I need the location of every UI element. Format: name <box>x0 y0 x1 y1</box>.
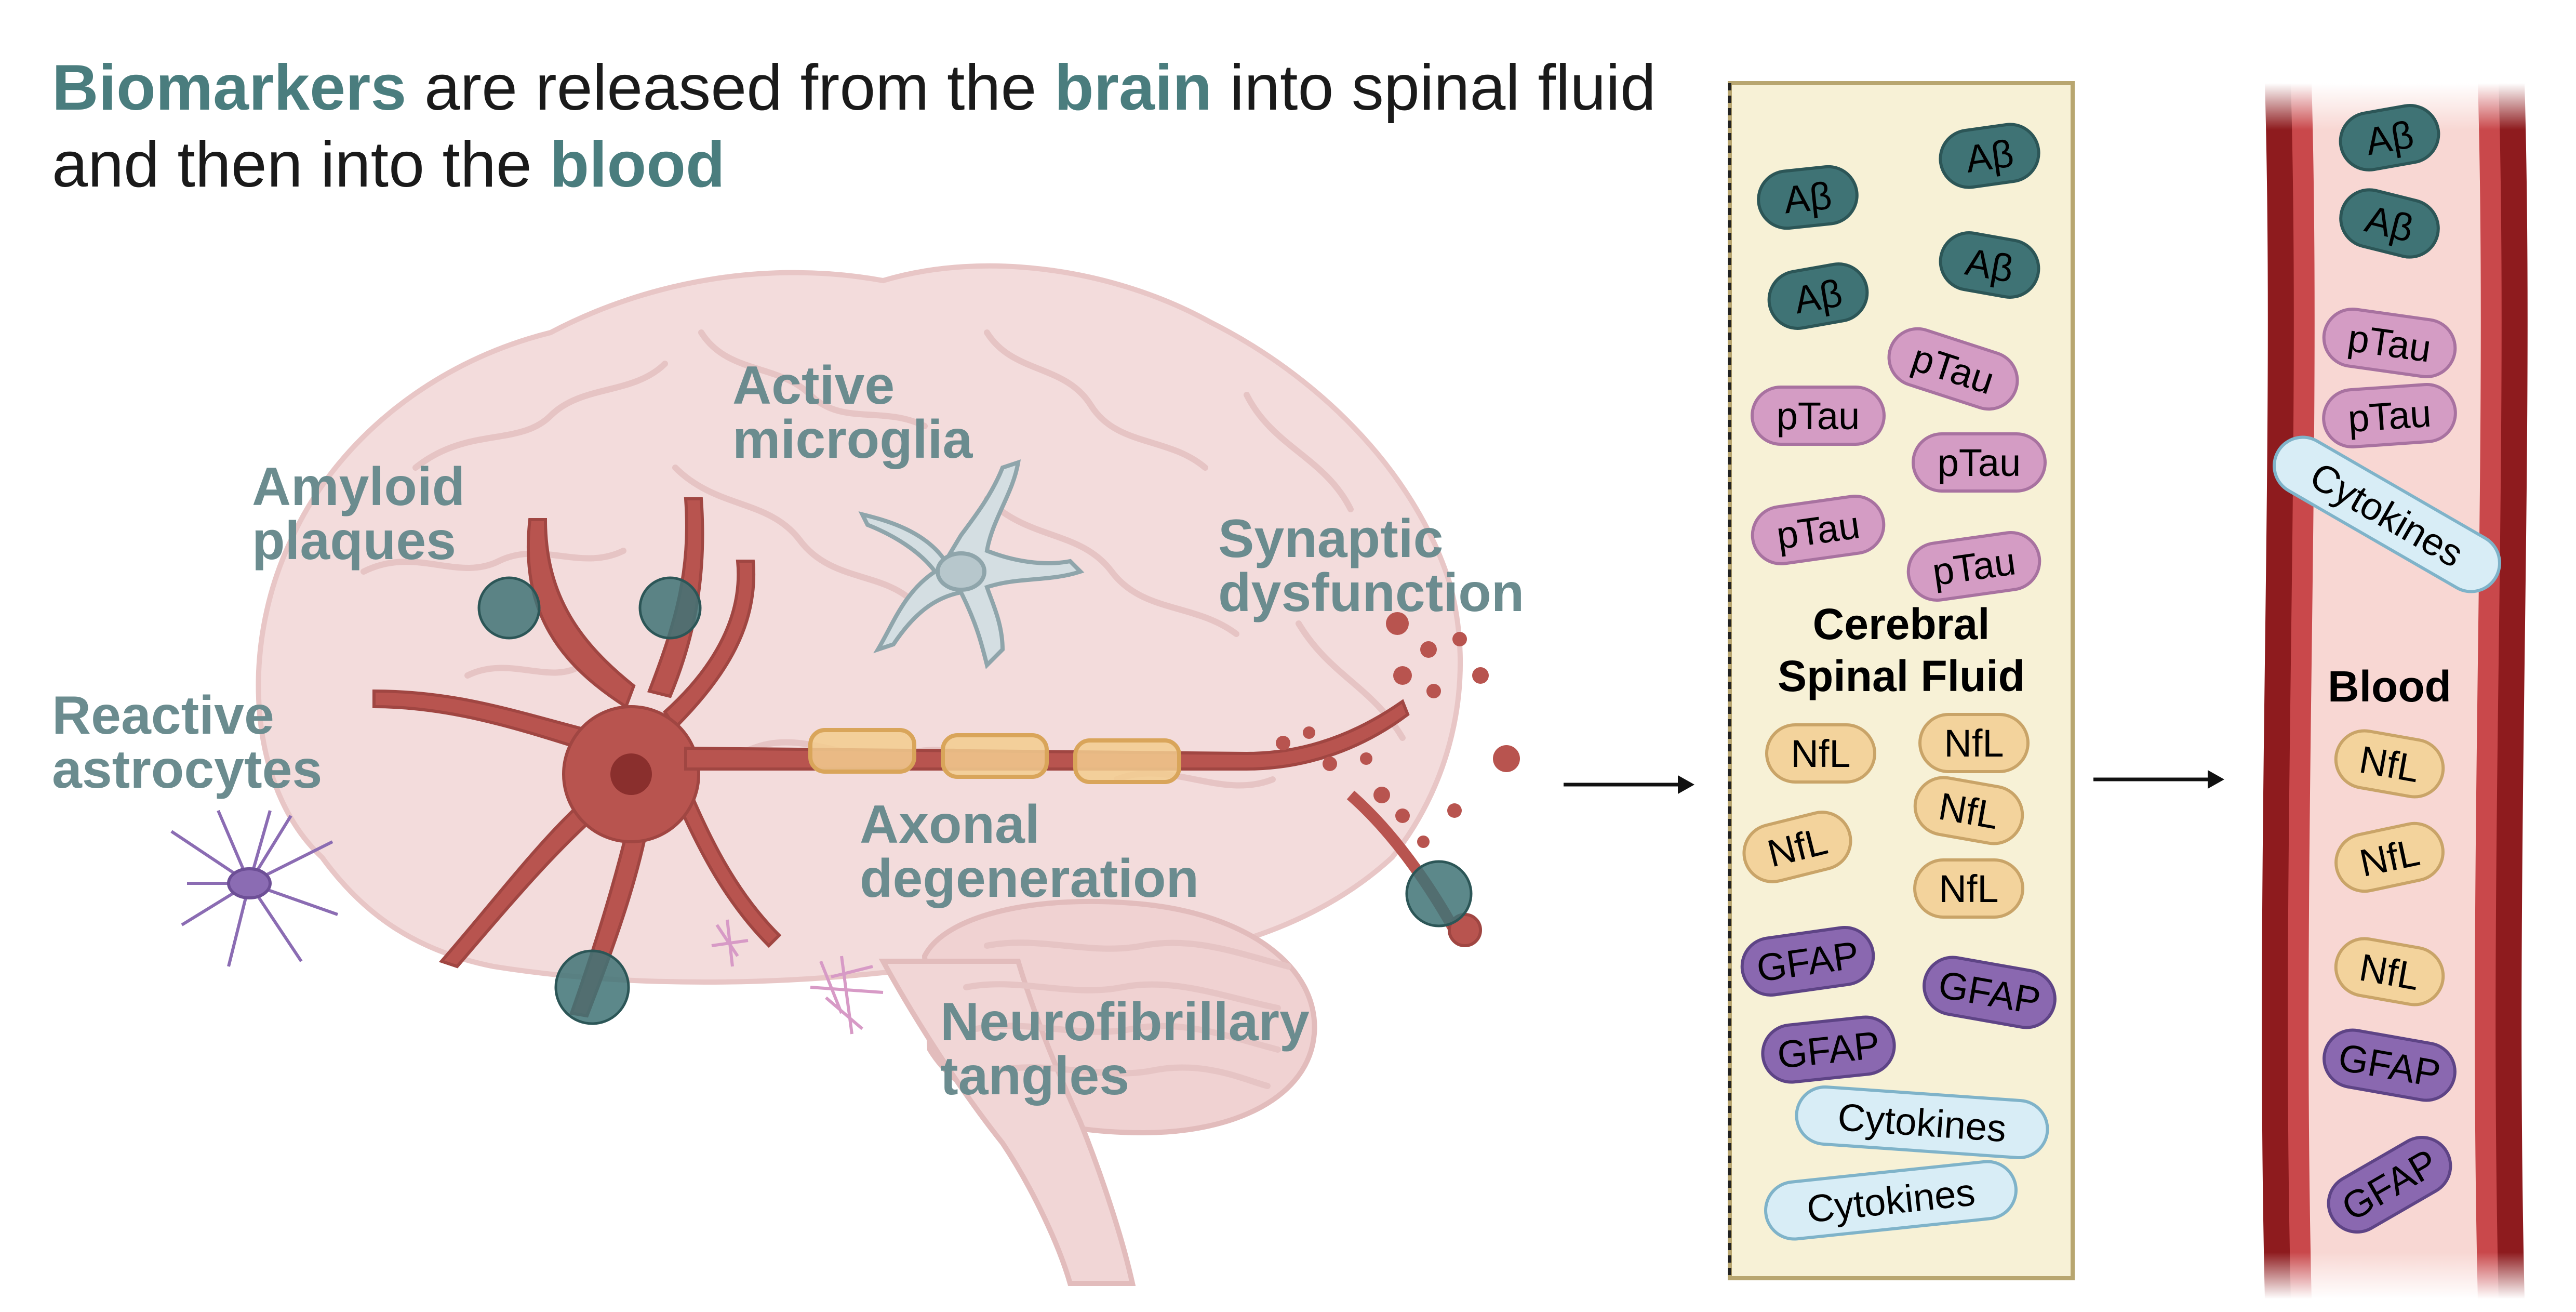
blood-pill-shape <box>2334 937 2445 1006</box>
csf-pill-shape <box>1767 262 1869 330</box>
csf-pill-shape <box>1765 723 1876 784</box>
title-brain: brain <box>1054 52 1212 124</box>
label-active-microglia: Active microglia <box>732 355 973 470</box>
figure-title: Biomarkers are released from the brain i… <box>52 49 1662 203</box>
csf-abeta-pill: Aβ <box>1939 123 2040 189</box>
csf-pill-shape <box>1913 858 2024 919</box>
label-axonal-degeneration: Axonal degeneration <box>860 794 1199 909</box>
blood-pill-label: pTau <box>2346 392 2433 441</box>
csf-pill-shape <box>1795 1085 2049 1160</box>
csf-nfl-pill: NfL <box>1918 713 2030 773</box>
csf-ptau-pill: pTau <box>1751 386 1886 446</box>
blood-pill-label: NfL <box>2356 946 2423 999</box>
csf-pill-shape <box>1740 925 1875 997</box>
csf-panel: Cerebral Spinal Fluid AβAβAβAβpTaupTaupT… <box>1728 81 2075 1280</box>
csf-ptau-pill: pTau <box>1912 432 2047 493</box>
csf-gfap-pill: GFAP <box>1923 956 2057 1029</box>
blood-pill-shape <box>2273 435 2501 593</box>
blood-pill-shape <box>2334 821 2445 893</box>
blood-pill-label: Aβ <box>2363 113 2417 164</box>
csf-pill-shape <box>1742 811 1852 883</box>
csf-pill-shape <box>1939 231 2040 299</box>
blood-pill-shape <box>2322 382 2457 449</box>
blood-pill-shape <box>2323 1028 2457 1102</box>
csf-pill-label: GFAP <box>1776 1023 1882 1077</box>
csf-pill-label: NfL <box>1939 867 1998 910</box>
blood-abeta-pill: Aβ <box>2339 188 2440 259</box>
blood-abeta-pill: Aβ <box>2339 104 2440 171</box>
amyloid-plaques <box>477 576 1473 1025</box>
csf-pill-label: Aβ <box>1791 271 1846 322</box>
csf-pill-shape <box>1913 776 2024 845</box>
csf-pill-shape <box>1751 386 1886 446</box>
blood-pill-shape <box>2339 188 2440 259</box>
myelin-segments <box>808 728 1181 784</box>
blood-ptau-pill: pTau <box>2322 307 2457 379</box>
csf-pill-shape <box>1887 327 2019 411</box>
csf-pill-shape <box>1923 956 2057 1029</box>
blood-pill-shape <box>2339 104 2440 171</box>
csf-label-line2: Spinal Fluid <box>1778 652 2025 700</box>
blood-pill-shape <box>2327 1136 2452 1234</box>
csf-pill-shape <box>1761 1015 1896 1084</box>
astrocyte-cell <box>170 810 338 967</box>
blood-vessel-panel: Blood AβAβpTaupTauCytokinesNfLNfLNfLGFAP… <box>2234 83 2556 1299</box>
title-text-2: into spinal fluid and then into the <box>52 52 1656 201</box>
csf-nfl-pill: NfL <box>1765 723 1876 784</box>
csf-nfl-pill: NfL <box>1913 858 2024 919</box>
blood-gfap-pill: GFAP <box>2323 1028 2457 1102</box>
csf-pill-shape <box>1918 713 2030 773</box>
csf-abeta-pill: Aβ <box>1767 262 1869 330</box>
blood-pill-shape <box>2334 729 2445 799</box>
csf-gfap-pill: GFAP <box>1740 925 1875 997</box>
csf-ptau-pill: pTau <box>1906 531 2041 602</box>
csf-abeta-pill: Aβ <box>1939 231 2040 299</box>
arrow-brain-to-csf <box>1564 775 1694 794</box>
csf-pill-label: NfL <box>1944 722 2004 765</box>
csf-pill-label: Aβ <box>1963 131 2017 181</box>
label-synaptic-dysfunction: Synaptic dysfunction <box>1218 509 1525 623</box>
label-amyloid-plaques: Amyloid plaques <box>252 457 465 571</box>
label-neurofibrillary-tangles: Neurofibrillary tangles <box>940 992 1310 1106</box>
brain-illustration <box>170 263 1520 1286</box>
csf-pill-label: Aβ <box>1782 174 1834 221</box>
csf-pill-shape <box>1906 531 2041 602</box>
csf-label-line1: Cerebral <box>1813 600 1990 648</box>
csf-pill-shape <box>1751 494 1886 566</box>
csf-pill-label: pTau <box>1777 394 1860 438</box>
csf-pill-label: pTau <box>1938 441 2021 484</box>
blood-pill-shape <box>2322 307 2457 379</box>
blood-nfl-pill: NfL <box>2334 729 2445 799</box>
brain-shape <box>256 263 1463 1286</box>
title-text-1: are released from the <box>406 52 1055 124</box>
csf-pill-label: NfL <box>1936 785 2002 838</box>
csf-gfap-pill: GFAP <box>1761 1015 1896 1084</box>
synaptic-debris <box>1276 612 1520 848</box>
csf-pill-shape <box>1764 1160 2018 1241</box>
neurofibrillary-tangles <box>711 919 884 1035</box>
blood-nfl-pill: NfL <box>2334 937 2445 1006</box>
microglia-cell <box>858 459 1085 669</box>
csf-nfl-pill: NfL <box>1913 776 2024 845</box>
csf-nfl-pill: NfL <box>1742 811 1852 883</box>
label-reactive-astrocytes: Reactive astrocytes <box>52 685 323 800</box>
csf-cyto-pill: Cytokines <box>1764 1160 2018 1241</box>
blood-nfl-pill: NfL <box>2334 821 2445 893</box>
csf-cyto-pill: Cytokines <box>1795 1085 2049 1160</box>
csf-pill-shape <box>1939 123 2040 189</box>
csf-abeta-pill: Aβ <box>1757 165 1859 230</box>
blood-pill-label: NfL <box>2356 738 2423 791</box>
csf-ptau-pill: pTau <box>1751 494 1886 566</box>
title-biomarkers: Biomarkers <box>52 52 407 124</box>
csf-pill-label: Aβ <box>1962 240 2017 291</box>
title-blood: blood <box>550 129 725 201</box>
csf-pill-label: NfL <box>1791 732 1850 775</box>
arrow-csf-to-blood <box>2093 770 2224 789</box>
blood-ptau-pill: pTau <box>2322 382 2457 449</box>
blood-label: Blood <box>2328 662 2451 711</box>
csf-pill-shape <box>1757 165 1859 230</box>
csf-pill-shape <box>1912 432 2047 493</box>
